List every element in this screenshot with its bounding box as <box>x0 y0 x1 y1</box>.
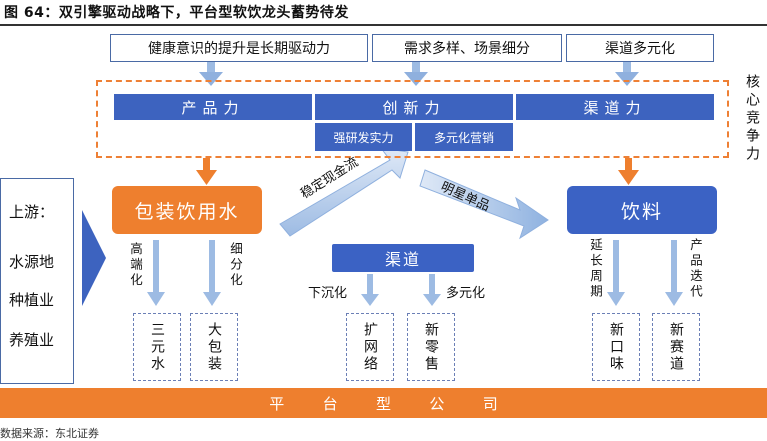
title-divider <box>0 24 767 26</box>
beverage-output-text: 新赛道 <box>668 321 684 373</box>
channel-output-text: 扩网络 <box>362 321 378 373</box>
channel-output-box: 扩网络 <box>346 313 394 381</box>
beverages-hub: 饮料 <box>567 186 717 234</box>
water-left-arrow <box>147 240 165 306</box>
platform-char: 平 <box>269 394 285 413</box>
water-output-text: 三元水 <box>149 321 165 373</box>
platform-company-bar: 平 台 型 公 司 <box>0 388 767 418</box>
core-competitiveness-label: 核心竞争力 <box>744 74 760 164</box>
driver-demand: 需求多样、场景细分 <box>372 34 562 62</box>
core-to-water-arrow <box>196 158 217 185</box>
channel-left-arrow <box>361 274 379 306</box>
platform-char: 型 <box>375 394 391 413</box>
beverage-right-arrow <box>665 240 683 306</box>
cashflow-arrow <box>279 147 409 237</box>
driver-arrow-1 <box>199 62 223 86</box>
platform-char: 司 <box>482 394 498 413</box>
core-product-power: 产品力 <box>114 94 312 120</box>
star-product-arrow <box>419 169 549 240</box>
water-output-box: 大包装 <box>190 313 238 381</box>
driver-channel: 渠道多元化 <box>566 34 714 62</box>
water-output-text: 大包装 <box>206 321 222 373</box>
beverage-output-box: 新赛道 <box>652 313 700 381</box>
driver-health: 健康意识的提升是长期驱动力 <box>110 34 368 62</box>
beverage-left-arrow <box>607 240 625 306</box>
upstream-box: 上游： 水源地 种植业 养殖业 <box>0 178 74 384</box>
water-right-arrow <box>203 240 221 306</box>
core-to-beverage-arrow <box>618 158 639 185</box>
packaged-water-hub: 包装饮用水 <box>112 186 262 234</box>
core-competitiveness-frame <box>96 80 729 158</box>
water-segment-label: 细分化 <box>228 242 243 289</box>
upstream-title: 上游： <box>9 203 55 221</box>
channel-diverse-label: 多元化 <box>446 286 486 301</box>
platform-char: 公 <box>429 394 445 413</box>
water-premium-label: 高端化 <box>128 242 143 289</box>
upstream-item: 水源地 <box>9 253 55 271</box>
core-rd-strength: 强研发实力 <box>315 123 412 151</box>
core-innovation-power: 创新力 <box>315 94 513 120</box>
channel-output-text: 新零售 <box>423 321 439 373</box>
beverage-extend-label: 延长周期 <box>588 238 603 300</box>
upstream-item: 种植业 <box>9 291 55 309</box>
platform-char: 台 <box>322 394 338 413</box>
driver-arrow-2 <box>404 62 428 86</box>
upstream-triangle <box>82 210 106 306</box>
data-source: 数据来源：东北证券 <box>0 427 99 440</box>
upstream-item: 养殖业 <box>9 331 55 349</box>
figure-title: 图 64：双引擎驱动战略下，平台型软饮龙头蓄势待发 <box>4 5 349 21</box>
core-diverse-marketing: 多元化营销 <box>415 123 513 151</box>
beverage-iterate-label: 产品迭代 <box>688 238 703 300</box>
channel-output-box: 新零售 <box>407 313 455 381</box>
channel-sinking-label: 下沉化 <box>308 286 348 301</box>
beverage-output-text: 新口味 <box>608 321 624 373</box>
channel-right-arrow <box>423 274 441 306</box>
beverage-output-box: 新口味 <box>592 313 640 381</box>
water-output-box: 三元水 <box>133 313 181 381</box>
core-channel-power: 渠道力 <box>516 94 714 120</box>
driver-arrow-3 <box>615 62 639 86</box>
channels-hub: 渠道 <box>332 244 474 272</box>
